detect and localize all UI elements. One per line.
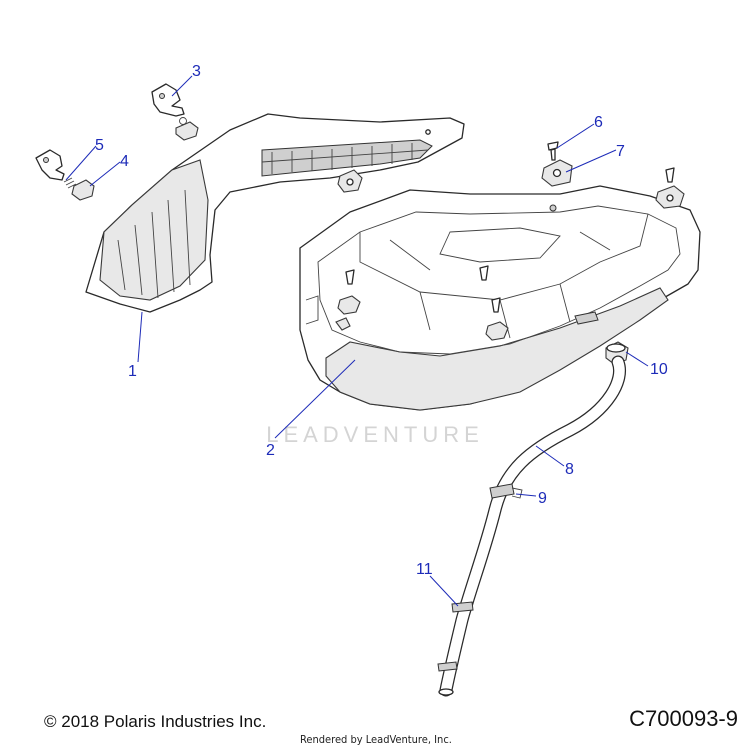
callout-4[interactable]: 4 [120, 153, 129, 170]
leader-lines [65, 75, 649, 607]
part-1-side-panel[interactable] [85, 113, 465, 313]
leader-5 [65, 145, 97, 181]
part-8-drain-hose[interactable] [438, 355, 626, 697]
leader-1 [137, 311, 143, 363]
copyright-text: © 2018 Polaris Industries Inc. [44, 712, 267, 731]
part-2-storage-tray[interactable] [299, 185, 701, 411]
callout-8[interactable]: 8 [565, 461, 574, 478]
callout-1[interactable]: 1 [128, 363, 137, 380]
watermark-text: LEADVENTURE [266, 422, 484, 447]
leader-3 [171, 75, 193, 97]
callout-7[interactable]: 7 [616, 143, 625, 160]
callout-11[interactable]: 11 [416, 561, 433, 578]
part-7-bracket-left[interactable] [337, 169, 363, 193]
part-5-knob[interactable] [35, 149, 77, 189]
leader-6 [556, 123, 595, 149]
leader-8 [535, 445, 565, 467]
callout-2[interactable]: 2 [266, 442, 275, 459]
leader-9 [515, 493, 537, 497]
callout-6[interactable]: 6 [594, 114, 603, 131]
leader-2 [274, 359, 356, 439]
leader-7 [565, 149, 617, 173]
part-6-screw[interactable] [547, 141, 559, 161]
part-4-grommet[interactable] [71, 179, 95, 201]
part-3-knob-latch[interactable] [151, 83, 199, 141]
leader-10 [625, 351, 649, 367]
leader-11 [429, 575, 459, 607]
leader-4 [89, 161, 121, 187]
diagram-code: C700093-9 [629, 706, 738, 731]
callout-10[interactable]: 10 [650, 361, 668, 378]
part-9-hose-clamp[interactable] [489, 483, 523, 499]
callout-9[interactable]: 9 [538, 490, 547, 507]
callout-5[interactable]: 5 [95, 137, 104, 154]
callout-3[interactable]: 3 [192, 63, 201, 80]
part-7-bracket-right[interactable] [655, 167, 685, 209]
part-7-bracket[interactable] [541, 159, 573, 187]
rendered-by-text: Rendered by LeadVenture, Inc. [300, 733, 452, 746]
